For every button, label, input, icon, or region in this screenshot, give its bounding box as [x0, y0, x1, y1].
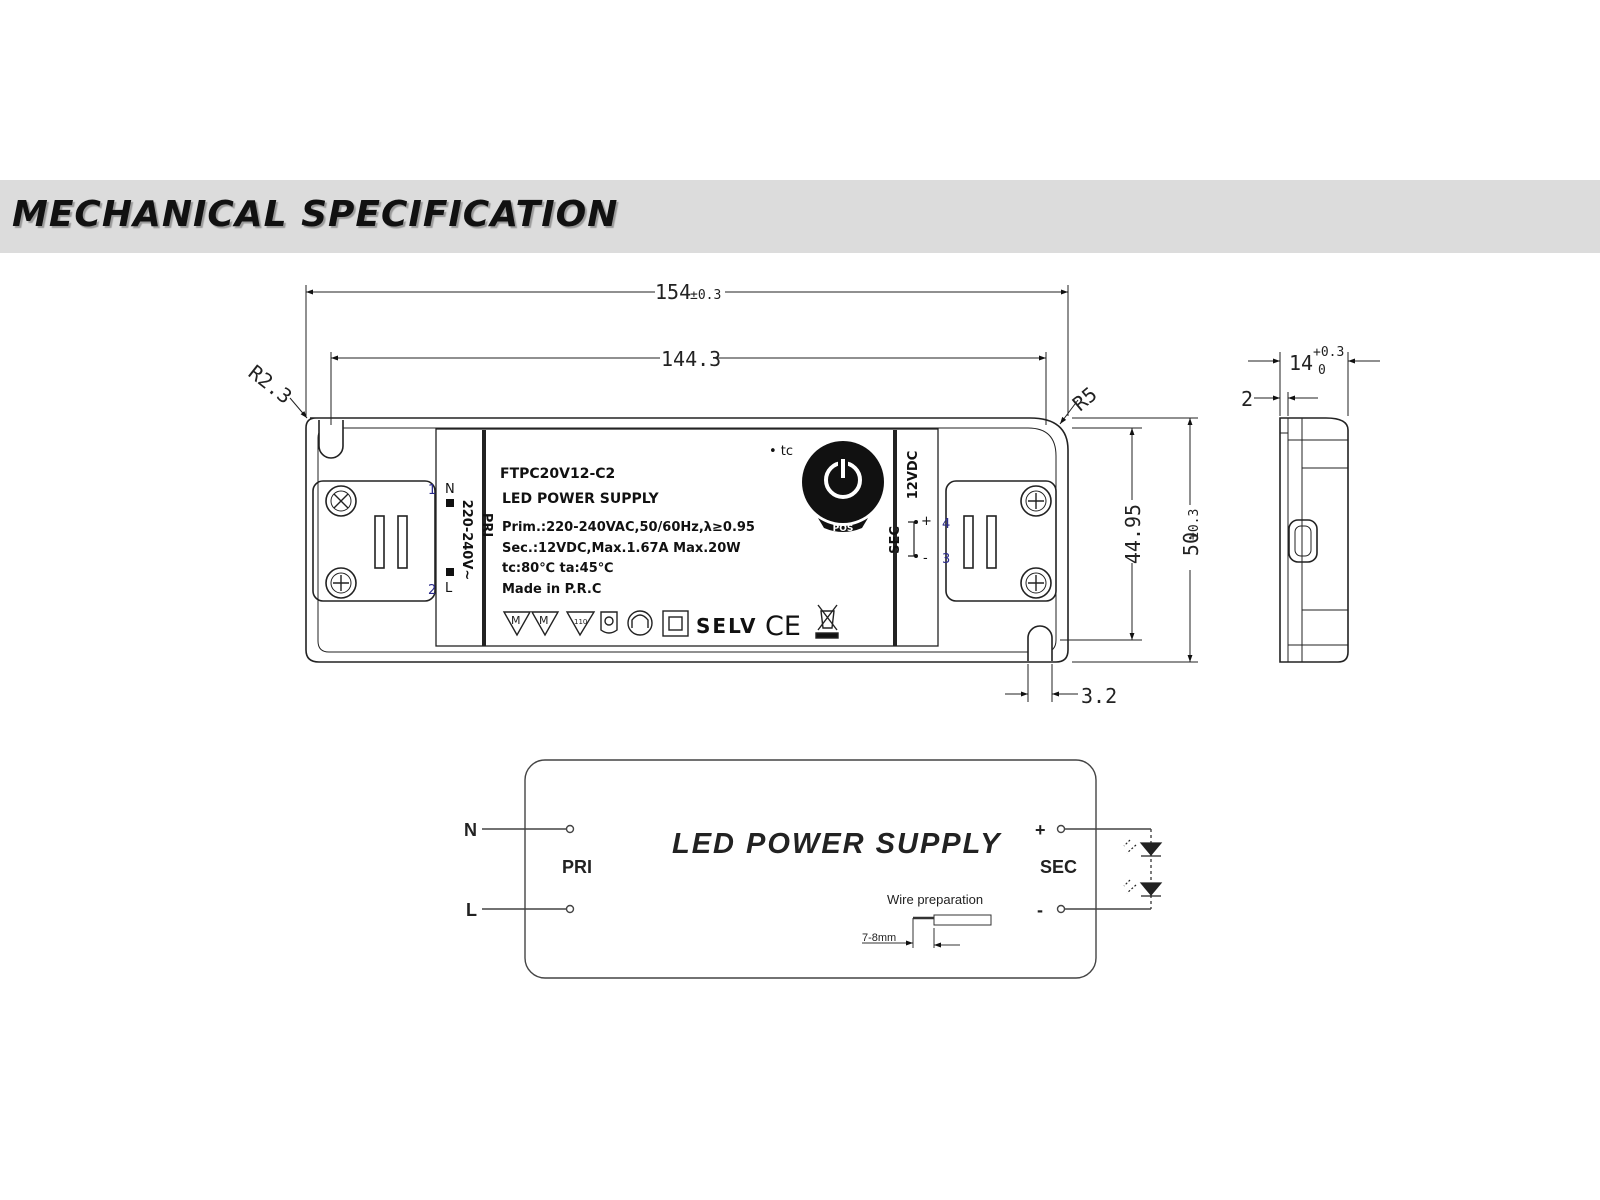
origin-text: Made in P.R.C	[502, 582, 601, 597]
pin-2: 2	[428, 583, 436, 598]
section-banner: MECHANICAL SPECIFICATION	[0, 180, 1600, 253]
terminal-n-label: N	[445, 482, 455, 497]
selv-mark: SELV	[696, 614, 758, 638]
led-icon	[1123, 839, 1163, 897]
pin-4: 4	[942, 517, 950, 532]
terminal-n-marker	[446, 499, 454, 507]
m-triangle-icon	[502, 611, 532, 637]
dim-overall-length-tol: ±0.3	[690, 288, 721, 303]
double-insulation-icon	[662, 610, 689, 637]
dim-thickness: 14	[1289, 351, 1313, 375]
dim-radius-right: R5	[1068, 382, 1102, 416]
screw-icon	[325, 485, 1052, 599]
cert-icons	[502, 604, 839, 639]
terminal-minus-label: -	[923, 551, 928, 566]
m-triangle-icon	[530, 611, 560, 637]
cert-110: 110	[574, 618, 587, 626]
model-number: FTPC20V12-C2	[500, 466, 615, 482]
sec-label: SEC	[888, 526, 903, 554]
shield-icon	[600, 611, 618, 634]
temperature-spec: tc:80℃ ta:45℃	[502, 561, 614, 576]
pos-logo-icon: POS	[802, 441, 884, 534]
pri-voltage: 220-240V~	[459, 500, 474, 581]
sec-voltage: 12VDC	[906, 451, 921, 499]
logo-text: POS	[833, 524, 854, 534]
dim-radius-left: R2.3	[244, 360, 297, 409]
dim-overall-length: 154	[655, 280, 691, 304]
product-name: LED POWER SUPPLY	[502, 491, 660, 507]
dim-side-offset: 2	[1241, 387, 1253, 411]
cert-m2: M	[539, 614, 549, 627]
side-dimension-lines	[1248, 352, 1380, 416]
terminal-plus-label: +	[921, 514, 932, 529]
dimension-lines	[289, 285, 1198, 702]
schematic-minus-label: -	[1037, 900, 1043, 920]
pin-3: 3	[942, 552, 950, 567]
pin-1: 1	[428, 483, 436, 498]
pri-label: PRI	[479, 513, 494, 537]
top-view	[305, 417, 1069, 663]
dim-inner-height: 44.95	[1121, 504, 1145, 564]
dim-thickness-tol-upper: +0.3	[1313, 345, 1344, 360]
schematic-pri-label: PRI	[562, 857, 592, 877]
tc-marker: • tc	[769, 444, 793, 459]
dim-overall-height: 50	[1179, 532, 1203, 556]
side-view	[1279, 417, 1349, 663]
110-triangle-icon	[565, 611, 596, 637]
primary-spec: Prim.:220-240VAC,50/60Hz,λ≥0.95	[502, 520, 755, 535]
terminal-bracket	[908, 521, 915, 557]
terminal-l-marker	[446, 568, 454, 576]
cert-m1: M	[511, 614, 521, 627]
ce-mark: CE	[765, 611, 801, 642]
schematic-l-label: L	[466, 900, 477, 920]
secondary-spec: Sec.:12VDC,Max.1.67A Max.20W	[502, 541, 741, 556]
strip-length: 7-8mm	[862, 932, 896, 944]
wire-prep-label: Wire preparation	[887, 892, 983, 907]
schematic-title: LED POWER SUPPLY	[672, 828, 1002, 860]
schematic-sec-label: SEC	[1040, 857, 1077, 877]
terminal-l-label: L	[445, 581, 453, 596]
schematic-plus-label: +	[1035, 820, 1046, 840]
dim-hole-spacing: 144.3	[661, 347, 721, 371]
weee-icon	[817, 604, 838, 631]
schematic-n-label: N	[464, 820, 477, 840]
dim-overall-height-tol: ±0.3	[1187, 509, 1202, 540]
page-title: MECHANICAL SPECIFICATION	[12, 194, 619, 235]
dim-thickness-tol-lower: 0	[1318, 363, 1326, 378]
dim-slot-width: 3.2	[1081, 684, 1117, 708]
wire-prep-diagram	[862, 914, 992, 948]
lamp-icon	[627, 610, 653, 636]
